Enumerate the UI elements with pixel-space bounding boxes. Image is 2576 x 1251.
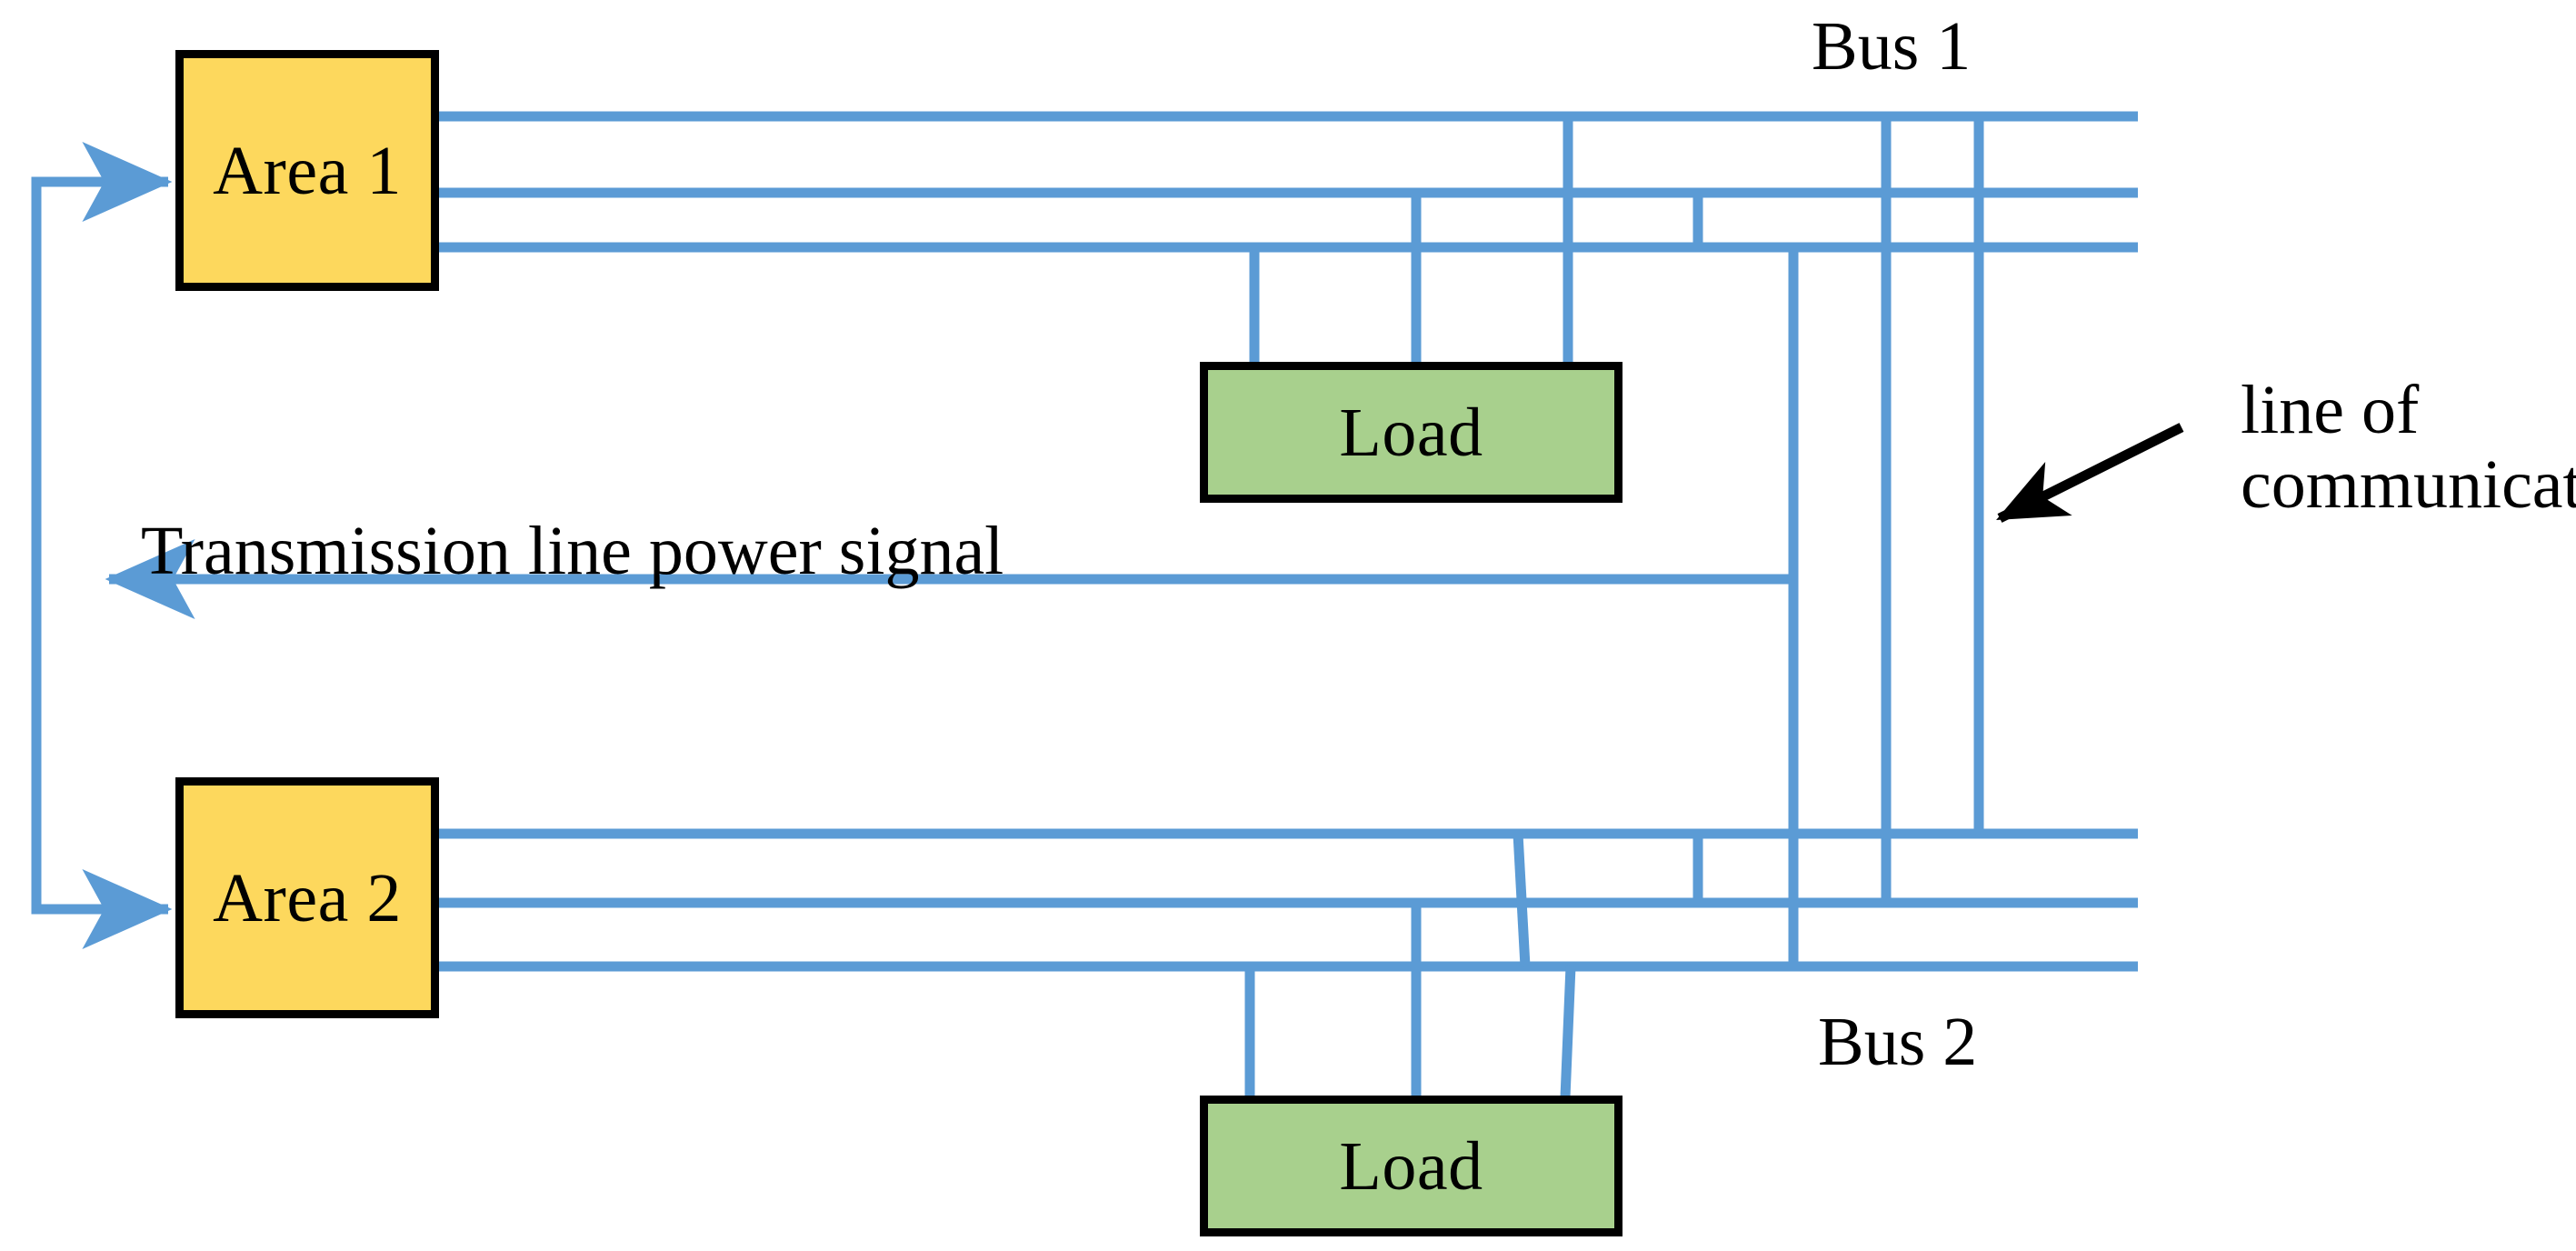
feedback-to-area1-path <box>31 176 136 579</box>
bus2-tap-right <box>1560 966 1576 1098</box>
area-2-node[interactable]: Area 2 <box>175 777 439 1018</box>
comm-line-bus2-short <box>1513 833 1531 967</box>
transmission-feedback-path <box>31 142 1793 949</box>
line-of-communication-label: line of communication <box>2241 372 2576 524</box>
load-2-node[interactable]: Load <box>1200 1096 1622 1236</box>
bus2-load-taps <box>1244 903 1576 1098</box>
area-1-label: Area 1 <box>213 132 402 209</box>
bus2-horizontal-lines <box>439 828 2138 972</box>
communication-pointer-arrow <box>1996 423 2184 523</box>
area-1-node[interactable]: Area 1 <box>175 50 439 291</box>
feedback-to-area2-path <box>31 579 136 915</box>
load-2-label: Load <box>1339 1127 1483 1205</box>
load-1-node[interactable]: Load <box>1200 362 1622 503</box>
bus1-horizontal-lines <box>439 111 2138 253</box>
inter-bus-communication-lines <box>1513 116 1984 967</box>
bus1-load-taps <box>1249 116 1573 364</box>
area-2-label: Area 2 <box>213 859 402 936</box>
load-1-label: Load <box>1339 394 1483 471</box>
transmission-line-power-signal-label: Transmission line power signal <box>141 513 1004 589</box>
bus-2-label: Bus 2 <box>1818 1004 1978 1080</box>
bus-1-label: Bus 1 <box>1812 8 1972 85</box>
